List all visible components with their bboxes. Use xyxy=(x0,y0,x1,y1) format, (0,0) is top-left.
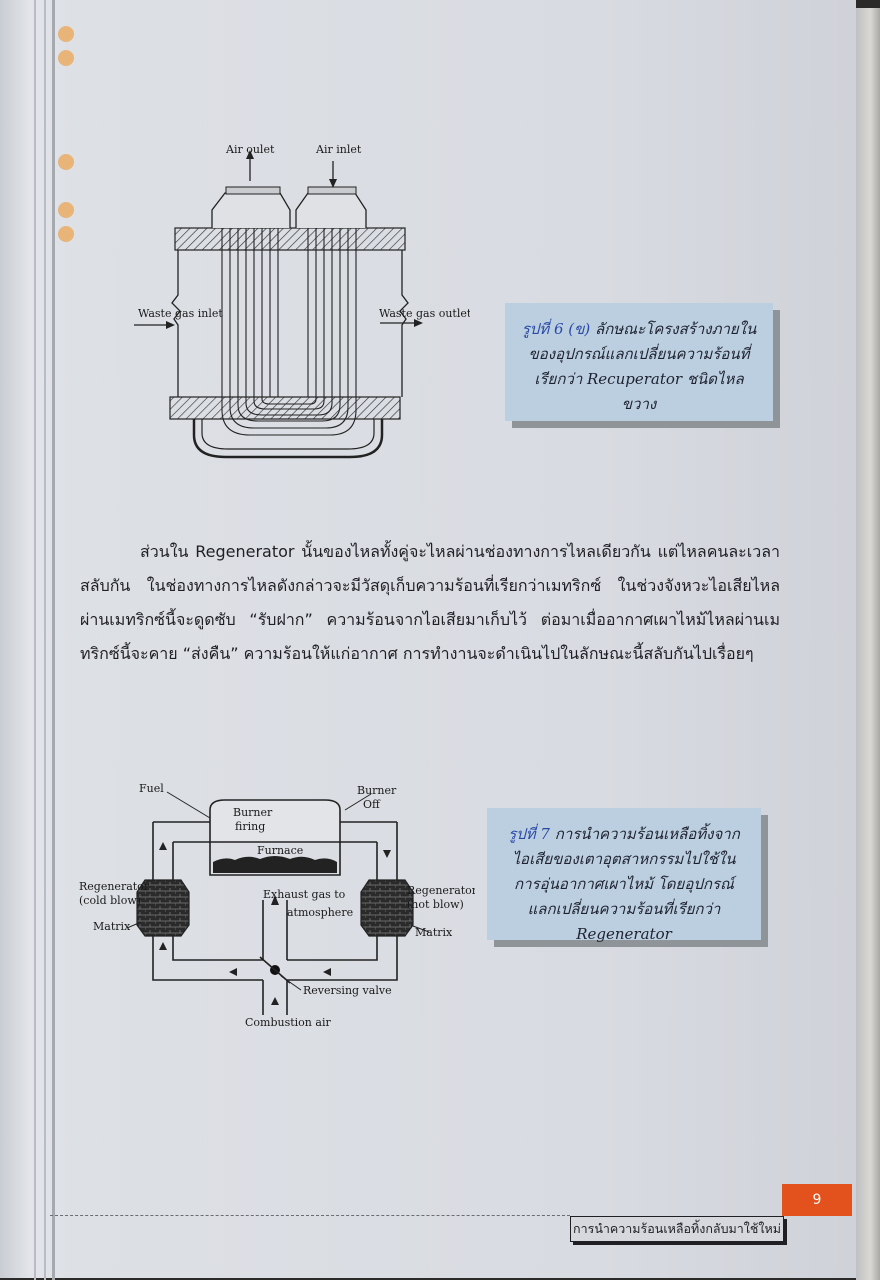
binder-hole xyxy=(58,50,74,66)
figure7-caption-number: รูปที่ 7 xyxy=(508,825,550,843)
binder-hole xyxy=(58,226,74,242)
figure7-caption: รูปที่ 7 การนำความร้อนเหลือทิ้งจากไอเสีย… xyxy=(487,808,761,943)
exhaust-label-2: atmosphere xyxy=(287,906,353,919)
body-paragraph: ส่วนใน Regenerator นั้นของไหลทั้งคู่จะไห… xyxy=(80,535,780,671)
margin-line xyxy=(52,0,55,1280)
regen-cold-label-2: (cold blow) xyxy=(79,894,141,907)
inlet-hood xyxy=(295,192,367,228)
waste-gas-outlet-label: Waste gas outlet xyxy=(379,307,470,320)
figure6-caption: รูปที่ 6 (ข) ลักษณะโครงสร้างภายในของอุปก… xyxy=(505,303,773,421)
bottom-header-plate xyxy=(169,396,401,420)
burner-off-label-2: Off xyxy=(363,798,381,811)
furnace-load xyxy=(213,856,337,873)
top-header-plate xyxy=(174,227,406,251)
binder-hole xyxy=(58,26,74,42)
regenerator-diagram: Fuel Burner firing Burner Off Furnace Re… xyxy=(79,782,475,1029)
regen-cold-label-1: Regenerator xyxy=(79,880,150,893)
footer-title: การนำความร้อนเหลือทิ้งกลับมาใช้ใหม่ xyxy=(570,1216,784,1242)
matrix-left-label: Matrix xyxy=(93,920,131,933)
recuperator-diagram: Air oulet Air inlet Waste gas inlet Wast… xyxy=(134,143,470,459)
air-inlet-label: Air inlet xyxy=(315,143,362,156)
furnace-dome xyxy=(209,799,341,843)
matrix-right-label: Matrix xyxy=(415,926,453,939)
page-edge xyxy=(856,8,880,1280)
regen-hot-label-2: (hot blow) xyxy=(407,898,464,911)
figure7-caption-text: การนำความร้อนเหลือทิ้งจากไอเสียของเตาอุต… xyxy=(512,825,740,943)
waste-gas-inlet-label: Waste gas inlet xyxy=(138,307,223,320)
burner-off-label-1: Burner xyxy=(357,784,397,797)
regenerator-cold xyxy=(136,879,190,937)
margin-line xyxy=(34,0,36,1280)
left-shell xyxy=(171,250,181,397)
book-page: Air oulet Air inlet Waste gas inlet Wast… xyxy=(0,0,856,1280)
combustion-air-label: Combustion air xyxy=(245,1016,331,1029)
regen-hot-label-1: Regenerator xyxy=(407,884,475,897)
fuel-label: Fuel xyxy=(139,782,164,795)
body-paragraph-text: ส่วนใน Regenerator นั้นของไหลทั้งคู่จะไห… xyxy=(80,542,780,663)
furnace-label: Furnace xyxy=(257,844,303,857)
exhaust-label-1: Exhaust gas to xyxy=(263,888,346,901)
burner-firing-label-1: Burner xyxy=(233,806,273,819)
margin-line xyxy=(44,0,46,1280)
reversing-valve-label: Reversing valve xyxy=(303,984,392,997)
air-outlet-label: Air oulet xyxy=(225,143,275,156)
right-shell xyxy=(399,250,409,397)
duct-loop xyxy=(152,821,398,1015)
footer-divider xyxy=(50,1215,570,1216)
binder-hole xyxy=(58,154,74,170)
page-number: 9 xyxy=(782,1184,852,1216)
outlet-hood xyxy=(211,192,291,228)
regenerator-hot xyxy=(360,879,414,937)
return-bend-housing xyxy=(192,419,384,459)
figure6-caption-number: รูปที่ 6 (ข) xyxy=(521,320,591,338)
figure6-caption-text: ลักษณะโครงสร้างภายในของอุปกรณ์แลกเปลี่ยน… xyxy=(528,320,757,413)
burner-firing-label-2: firing xyxy=(235,820,265,833)
binder-hole xyxy=(58,202,74,218)
